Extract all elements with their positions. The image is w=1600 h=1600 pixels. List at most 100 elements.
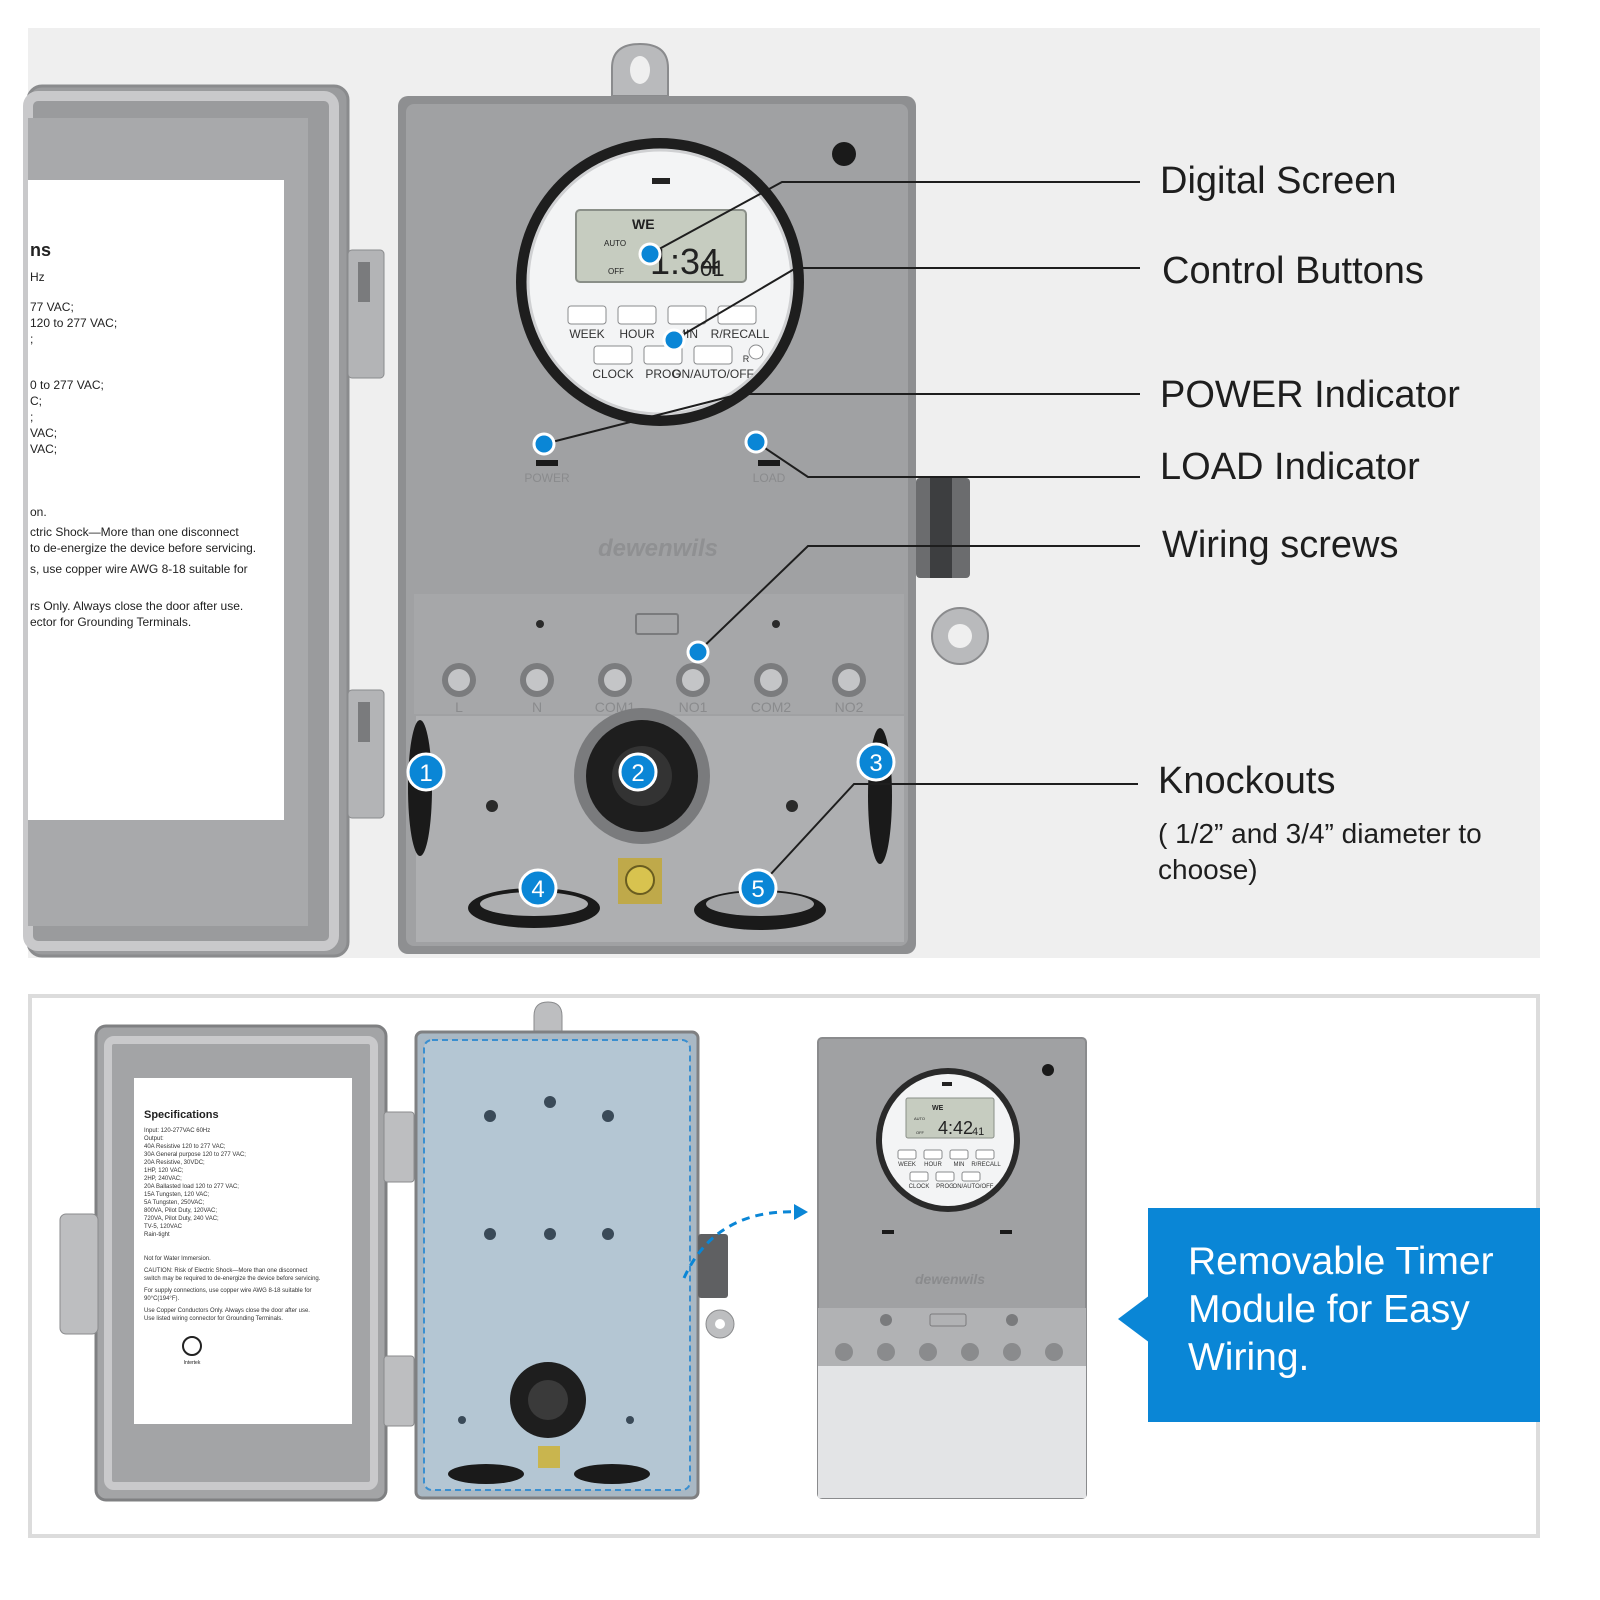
callout-wiring-screws: Wiring screws <box>1162 524 1399 566</box>
spec-label <box>134 1078 352 1424</box>
banner-line: Removable Timer <box>1188 1240 1494 1283</box>
digital-screen <box>575 209 747 283</box>
door-spec-label <box>28 180 284 820</box>
spec-line: 15A Tungsten, 120 VAC; <box>144 1192 210 1198</box>
door-label-line: ctric Shock—More than one disconnect <box>30 525 239 539</box>
spec-line: Output: <box>144 1136 164 1142</box>
hinge <box>347 249 385 819</box>
min-button[interactable] <box>667 305 707 325</box>
button-label: ON/AUTO/OFF <box>672 367 754 381</box>
clock-button[interactable] <box>593 345 633 365</box>
spec-line: Not for Water Immersion. <box>144 1256 211 1262</box>
bottom-door <box>59 1024 415 1502</box>
door-label-line: 77 VAC; <box>30 300 74 314</box>
power-label: POWER <box>524 471 570 485</box>
spec-line: 800VA, Pilot Duty, 120VAC; <box>144 1208 217 1214</box>
door-label-line: s, use copper wire AWG 8-18 suitable for <box>30 562 248 576</box>
banner-line: Module for Easy <box>1188 1288 1470 1331</box>
spec-line: 2HP, 240VAC; <box>144 1176 182 1182</box>
spec-line: 20A Ballasted load 120 to 277 VAC; <box>144 1184 239 1190</box>
button-label: PROG <box>645 367 680 381</box>
lcd-mode-off: OFF <box>608 267 624 276</box>
spec-line: Use Copper Conductors Only. Always close… <box>144 1308 310 1314</box>
lcd-mode-auto: AUTO <box>604 239 626 248</box>
door-label-text: ns Hz 77 VAC; 120 to 277 VAC; ; 0 to 277… <box>30 240 256 629</box>
callout-knockouts: Knockouts <box>1158 760 1336 802</box>
spec-line: 20A Resistive, 30VDC; <box>144 1160 205 1166</box>
callout-lines <box>543 181 1140 889</box>
mini-button-label: HOUR <box>924 1162 942 1168</box>
mini-lcd-seconds: 41 <box>972 1126 984 1138</box>
terminal-label: COM2 <box>751 699 792 715</box>
mini-button-label: CLOCK <box>909 1184 930 1190</box>
door-label-line: rs Only. Always close the door after use… <box>30 599 243 613</box>
mini-button-label: ON/AUTO/OFF <box>953 1184 994 1190</box>
cert-mark-label: Intertek <box>184 1360 201 1366</box>
spec-line: CAUTION: Risk of Electric Shock—More tha… <box>144 1268 308 1274</box>
mini-button-label: WEEK <box>898 1162 916 1168</box>
door-label-line: VAC; <box>30 442 57 456</box>
knockout-badges <box>406 742 896 908</box>
knockout-number: 5 <box>751 876 764 903</box>
knockout-number: 2 <box>631 760 644 787</box>
callout-load-indicator: LOAD Indicator <box>1160 446 1420 488</box>
door-label-line: C; <box>30 394 42 408</box>
wiring-screws <box>442 663 866 697</box>
banner-pointer-icon <box>1118 1295 1150 1343</box>
callout-control-buttons: Control Buttons <box>1162 250 1424 292</box>
door-label-line: VAC; <box>30 426 57 440</box>
terminal-label: NO1 <box>679 699 708 715</box>
door-label-line: ector for Grounding Terminals. <box>30 615 191 629</box>
door-label-line: 120 to 277 VAC; <box>30 316 117 330</box>
knockouts-note: ( 1/2” and 3/4” diameter to choose) <box>1158 818 1482 885</box>
button-label: HOUR <box>619 327 655 341</box>
spec-lines: Input: 120-277VAC 60Hz Output: 40A Resis… <box>144 1128 321 1322</box>
button-label: WEEK <box>569 327 604 341</box>
spec-line: 5A Tungsten, 250VAC; <box>144 1200 205 1206</box>
button-label: R/RECALL <box>711 327 770 341</box>
lcd-seconds: 01 <box>700 256 724 281</box>
spec-line: TV-5, 120VAC <box>144 1224 183 1230</box>
spec-line: Rain-tight <box>144 1232 170 1238</box>
spec-line: switch may be required to de-energize th… <box>144 1276 321 1282</box>
door-label-line: 0 to 277 VAC; <box>30 378 104 392</box>
timer-module <box>817 1037 1087 1499</box>
knockout-number: 1 <box>419 760 432 787</box>
power-led <box>536 460 558 466</box>
mini-lcd-mode-auto: AUTO <box>914 1116 925 1121</box>
terminal-label: NO2 <box>835 699 864 715</box>
mini-button-label: PROG <box>936 1184 954 1190</box>
mini-lcd-time: 4:42 <box>938 1118 973 1138</box>
mini-button-label: R/RECALL <box>971 1162 1001 1168</box>
door-label-line: Hz <box>30 270 45 284</box>
spec-line: Input: 120-277VAC 60Hz <box>144 1128 210 1134</box>
mini-lcd-mode-off: OFF <box>916 1130 925 1135</box>
spec-line: 720VA, Pilot Duty, 240 VAC; <box>144 1216 219 1222</box>
mini-button-label: MIN <box>954 1162 965 1168</box>
empty-enclosure <box>414 1001 735 1500</box>
spec-line: 40A Resistive 120 to 277 VAC; <box>144 1144 226 1150</box>
callout-power-indicator: POWER Indicator <box>1160 374 1460 416</box>
spec-line: 90°C(194°F). <box>144 1296 179 1302</box>
load-led <box>758 460 780 466</box>
reset-button[interactable] <box>748 344 764 360</box>
reset-label: R <box>743 354 750 364</box>
lcd-day: WE <box>632 216 655 232</box>
week-button[interactable] <box>567 305 607 325</box>
load-label: LOAD <box>753 471 786 485</box>
terminal-label: N <box>532 699 542 715</box>
hour-button[interactable] <box>617 305 657 325</box>
banner-line: Wiring. <box>1188 1336 1310 1379</box>
door-label-line: ; <box>30 410 33 424</box>
callout-dots <box>532 242 768 664</box>
mini-lcd-day: WE <box>932 1105 944 1112</box>
arrow-head-icon <box>794 1204 808 1220</box>
recall-button[interactable] <box>717 305 757 325</box>
terminal-strip <box>414 594 904 714</box>
mini-brand-logo: dewenwils <box>915 1271 985 1287</box>
knockout-number: 3 <box>869 750 882 777</box>
door-label-line: on. <box>30 505 47 519</box>
on-auto-off-button[interactable] <box>693 345 733 365</box>
move-arrow <box>682 1210 801 1279</box>
timer-dial <box>516 138 804 426</box>
